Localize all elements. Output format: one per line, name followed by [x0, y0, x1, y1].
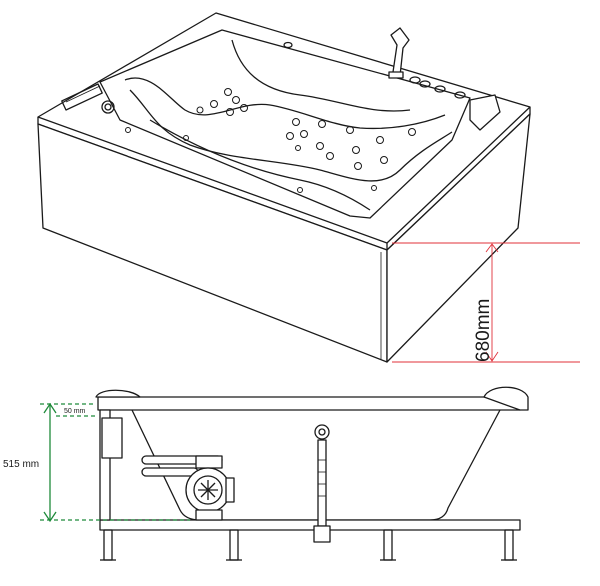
rim-label-side: 50 mm: [64, 408, 86, 415]
faucet-icon: [388, 27, 410, 79]
control-box: [101, 417, 123, 459]
jet-nozzle: [371, 185, 377, 191]
jet-nozzle: [183, 135, 189, 141]
jet-nozzle: [380, 156, 388, 164]
support-leg: [383, 529, 393, 561]
base-frame: [99, 519, 521, 531]
jet-nozzle: [295, 145, 301, 151]
basin-contour-3: [231, 39, 411, 112]
support-leg: [504, 529, 514, 561]
basin-contour-2: [129, 89, 453, 182]
jet-nozzle: [125, 127, 131, 133]
jet-nozzle: [196, 106, 204, 114]
jet-nozzle: [316, 142, 324, 150]
jet-nozzle: [224, 88, 232, 96]
jets-group: [125, 88, 416, 193]
jet-nozzle: [232, 96, 240, 104]
dim-arrow-down: [43, 511, 57, 523]
jet-nozzle: [352, 146, 360, 154]
control-panel-line: [65, 85, 101, 103]
jet-nozzle: [354, 162, 362, 170]
overflow-center: [104, 103, 112, 111]
basin-outline: [99, 29, 471, 219]
jet-nozzle: [318, 120, 326, 128]
pump-pipe-lower: [141, 467, 199, 477]
rim-button: [409, 76, 421, 84]
headrest: [469, 94, 501, 131]
tub-side-panel: [386, 113, 531, 363]
basin-contour-1: [124, 77, 446, 130]
headrest-left: [95, 389, 141, 398]
jet-nozzle: [408, 128, 416, 136]
height-label-side: 515 mm: [3, 459, 39, 470]
jet-nozzle: [286, 132, 294, 140]
jet-nozzle: [297, 187, 303, 193]
rim-button: [434, 85, 446, 93]
pump-motor-icon: [185, 455, 235, 521]
basin-floor: [149, 119, 371, 211]
jet-nozzle: [226, 108, 234, 116]
support-leg: [229, 529, 239, 561]
control-panel: [61, 83, 103, 111]
dim-arrow-up: [485, 243, 499, 253]
side-rim: [97, 396, 521, 411]
overflow-ring: [101, 100, 115, 114]
rim-button: [454, 91, 466, 99]
height-dimension-top: [392, 242, 580, 363]
jet-nozzle: [292, 118, 300, 126]
side-basin: [131, 409, 501, 521]
jet-nozzle: [210, 100, 218, 108]
jet-nozzle: [326, 152, 334, 160]
dim-arrow-down: [485, 351, 499, 362]
support-legs: [100, 529, 517, 561]
jet-nozzle: [346, 126, 354, 134]
jet-nozzle: [300, 130, 308, 138]
support-leg: [103, 529, 113, 561]
iso-view: [37, 12, 531, 363]
rim-button: [283, 41, 293, 49]
jet-nozzle: [240, 104, 248, 112]
height-dimension-side: [40, 402, 190, 523]
rim-button: [419, 80, 431, 88]
side-view: [95, 386, 529, 561]
jet-nozzle: [376, 136, 384, 144]
height-label-top: 680mm: [473, 299, 494, 362]
headrest-right: [483, 386, 529, 411]
drain-pipe-icon: [313, 424, 331, 543]
